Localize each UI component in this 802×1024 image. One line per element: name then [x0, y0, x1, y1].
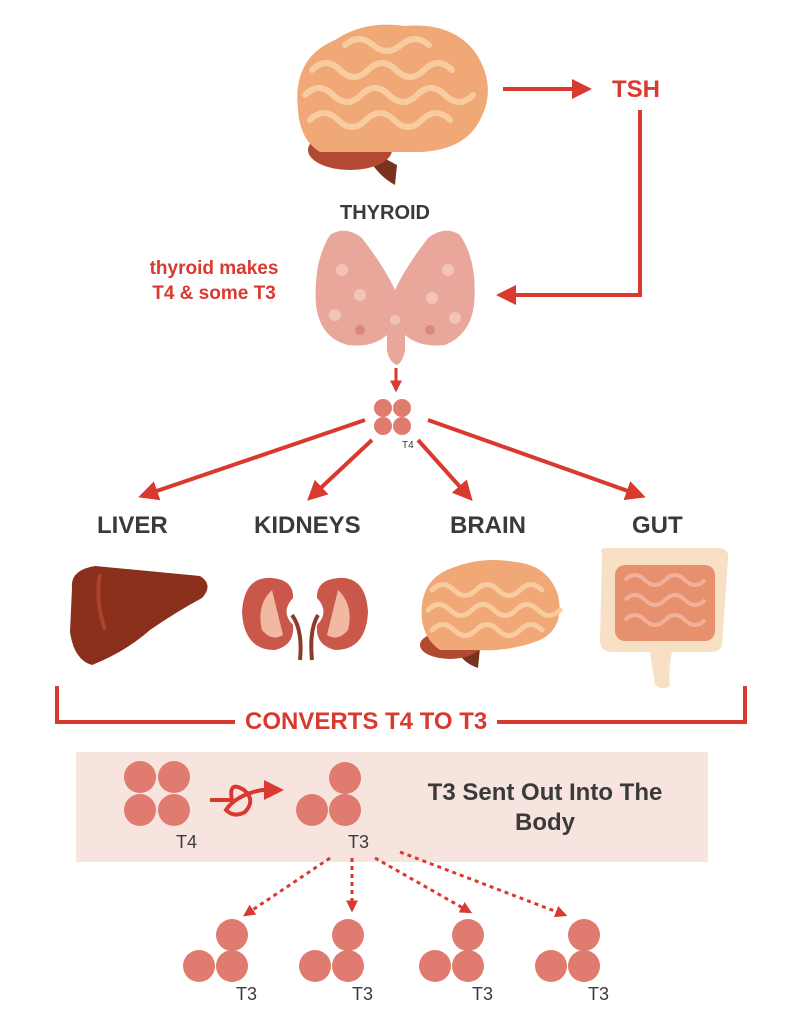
t4-top-label: T4	[402, 440, 414, 451]
brain-icon	[420, 560, 563, 668]
converts-label: CONVERTS T4 TO T3	[235, 708, 498, 736]
t4-molecule-icon	[124, 761, 190, 826]
t3-conversion-label: T3	[348, 832, 370, 852]
arrow-tsh-thyroid	[496, 110, 642, 305]
organ-label-gut: GUT	[632, 512, 683, 539]
organ-label-liver: LIVER	[97, 512, 168, 539]
thyroid-note: thyroid makes T4 & some T3	[149, 258, 279, 304]
dotted-arrow-3	[374, 856, 473, 914]
dotted-arrow-1	[243, 856, 331, 917]
arrow-to-gut	[427, 418, 646, 501]
dotted-arrow-4	[399, 850, 568, 918]
arrow-to-brain	[416, 438, 473, 501]
arrow-to-liver	[138, 418, 366, 501]
t3-molecule-icon	[296, 762, 361, 826]
t3-output-label-2: T3	[352, 984, 374, 1004]
t3-output-label-3: T3	[472, 984, 494, 1004]
t3-output-icon-2	[299, 919, 364, 982]
t4-molecule-top-icon	[374, 399, 411, 435]
thyroid-icon	[315, 230, 475, 365]
t3-output-icon-1	[183, 919, 248, 982]
liver-icon	[70, 566, 208, 665]
thyroid-label: THYROID	[340, 202, 430, 224]
sent-out-caption: T3 Sent Out Into The Body	[427, 779, 663, 836]
t3-output-icon-4	[535, 919, 600, 982]
t3-output-label-4: T3	[588, 984, 610, 1004]
t3-output-label-1: T3	[236, 984, 258, 1004]
kidneys-icon	[242, 577, 368, 661]
brain-top-icon	[297, 24, 488, 185]
arrow-to-kidneys	[307, 438, 374, 501]
tsh-label: TSH	[612, 76, 660, 103]
t3-output-icon-3	[419, 919, 484, 982]
t4-conversion-label: T4	[176, 832, 198, 852]
organ-label-brain: BRAIN	[450, 512, 526, 539]
gut-icon	[600, 548, 729, 689]
conversion-arrow-icon	[210, 780, 284, 817]
organ-label-kidneys: KIDNEYS	[254, 512, 361, 539]
